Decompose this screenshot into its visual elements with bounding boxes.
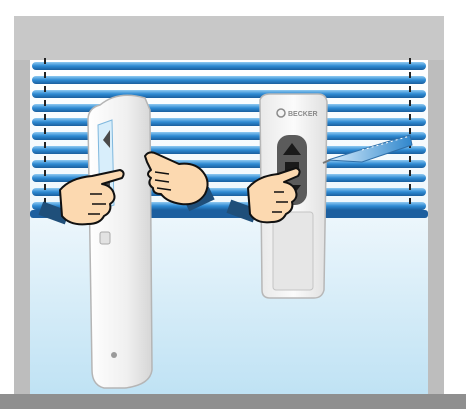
slat — [32, 76, 426, 84]
slat — [32, 62, 426, 70]
remote-side-button — [100, 232, 110, 244]
remote-handheld-large — [88, 95, 152, 388]
brand-label: BECKER — [288, 111, 318, 118]
slat — [32, 90, 426, 98]
floor — [0, 394, 466, 409]
battery-cover — [273, 212, 313, 290]
brand-logo-icon — [111, 352, 117, 358]
window-header-box — [14, 16, 444, 60]
